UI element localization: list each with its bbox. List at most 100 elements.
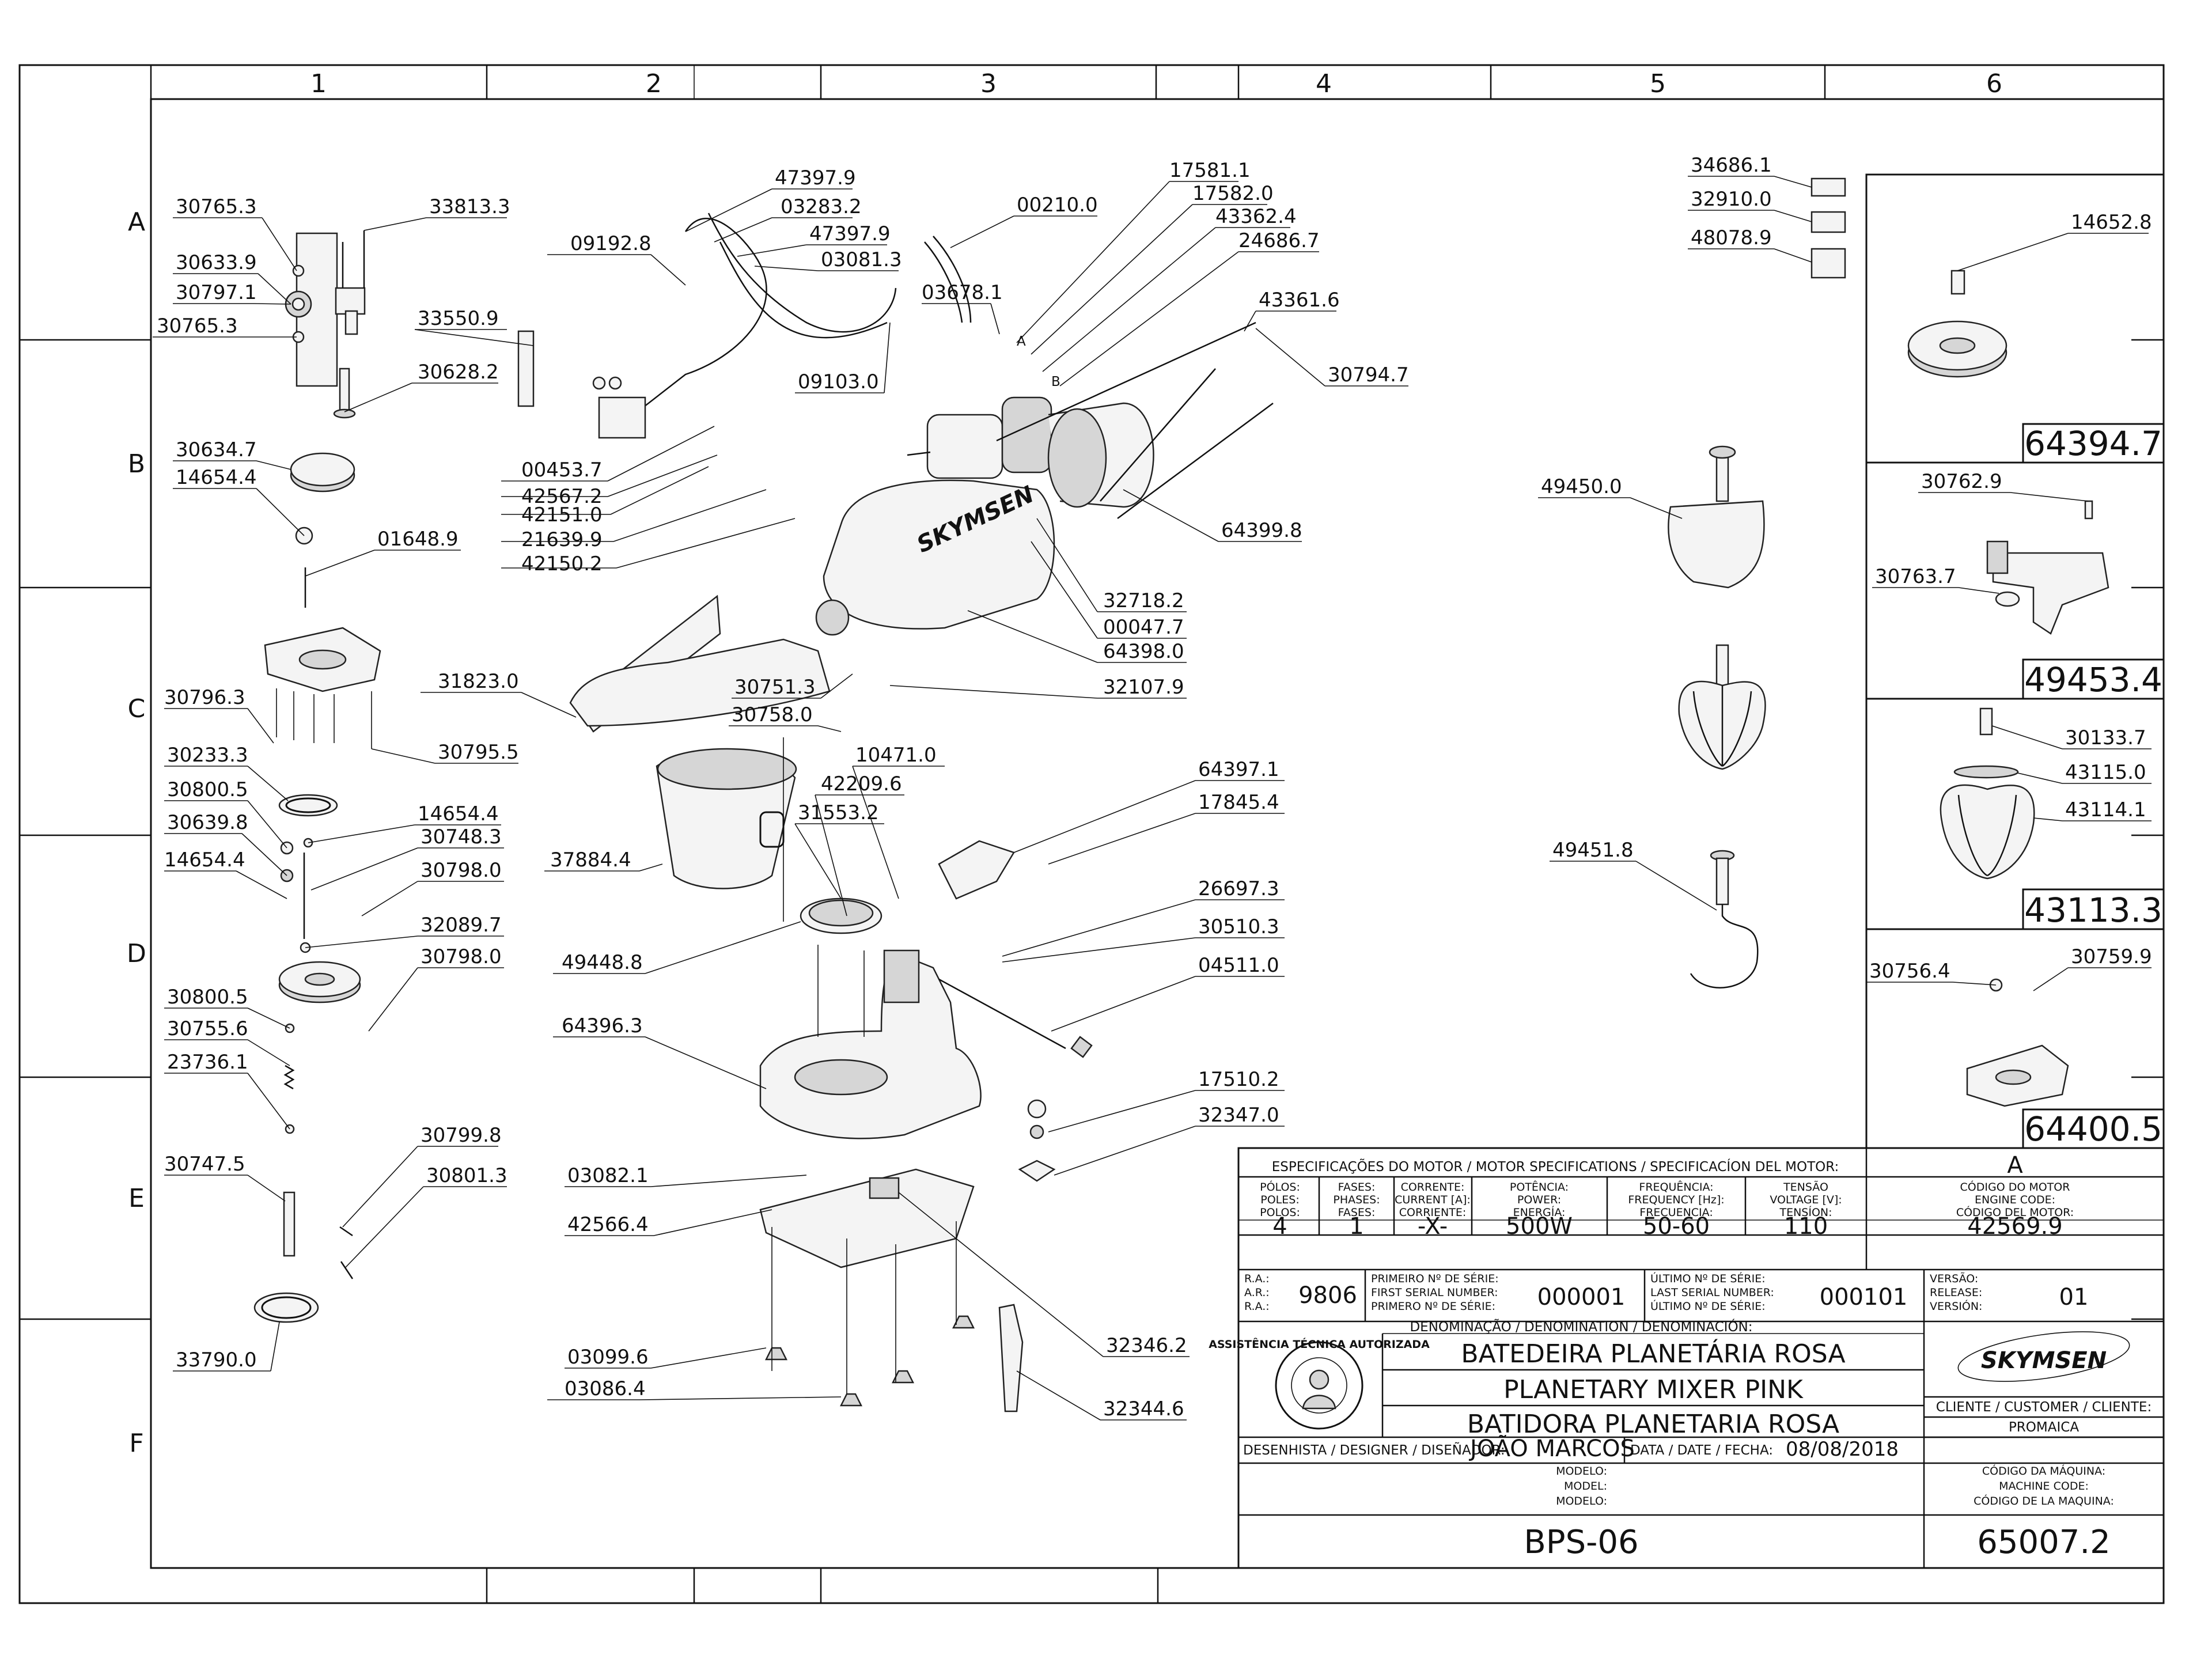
callout-03099-6: 03099.6 [567,1346,649,1369]
title-block: ESPECIFICAÇÕES DO MOTOR / MOTOR SPECIFIC… [1209,1147,2165,1569]
last-serial-value: 000101 [1820,1284,1908,1310]
callout-32346-2: 32346.2 [1106,1334,1187,1357]
callout-14652-8: 14652.8 [2071,211,2152,234]
callout-30756-4: 30756.4 [1869,960,1950,983]
callout-37884-4: 37884.4 [550,849,631,872]
grid-row-f: F [129,1429,143,1458]
callout-49448-8: 49448.8 [562,951,643,974]
version-label-es: VERSIÓN: [1930,1299,1982,1313]
lift-rod [998,1304,1024,1412]
callout-24686-7: 24686.7 [1238,229,1320,252]
revision-letter: A [2007,1152,2023,1179]
callout-17510-2: 17510.2 [1198,1068,1279,1091]
current-value: -X- [1418,1213,1448,1240]
authorized-service-stamp: ASSISTÊNCIA TÉCNICA AUTORIZADA [1209,1338,1430,1430]
callout-42566-4: 42566.4 [567,1213,649,1236]
ra-label-es: R.A.: [1244,1300,1270,1313]
grid-col-1: 1 [310,69,327,99]
callout-labels: 30765.3 33813.3 30633.9 30797.1 30765.3 … [157,154,2152,1421]
callout-00047-7: 00047.7 [1103,616,1184,639]
callout-03082-1: 03082.1 [567,1164,649,1187]
power-value: 500W [1506,1213,1573,1240]
callout-64399-8: 64399.8 [1221,519,1302,542]
callout-33790-0: 33790.0 [176,1349,257,1372]
callout-03086-4: 03086.4 [565,1377,646,1400]
grid-column-labels: 1 2 3 4 5 6 [310,69,2002,99]
voltage-value: 110 [1784,1213,1828,1240]
callout-09192-8: 09192.8 [570,232,652,255]
callout-14654-4-c: 14654.4 [164,849,245,872]
mixer-base [759,955,982,1139]
frequency-label-pt: FREQUÊNCIA: [1639,1180,1713,1194]
kit-panels [1865,173,2165,1149]
callout-30800-5-a: 30800.5 [167,778,248,801]
motor [926,414,1003,479]
callout-30795-5: 30795.5 [438,741,519,764]
callout-03283-2: 03283.2 [781,195,862,218]
ra-label-pt: R.A.: [1244,1272,1270,1285]
phases-label-es: FASES: [1338,1206,1376,1219]
grid-row-e: E [128,1184,145,1213]
connector-block [598,396,646,439]
last-serial-label-es: ÚLTIMO Nº DE SÉRIE: [1650,1299,1766,1313]
machine-code-value: 65007.2 [1977,1524,2111,1561]
callout-14654-4-b: 14654.4 [418,802,499,825]
callout-31823-0: 31823.0 [438,670,519,693]
callout-23736-1: 23736.1 [167,1051,248,1074]
callout-64397-1: 64397.1 [1198,758,1279,781]
poles-value: 4 [1272,1213,1287,1240]
callout-42150-2: 42150.2 [521,552,603,575]
callout-32347-0: 32347.0 [1198,1104,1279,1127]
callout-32718-2: 32718.2 [1103,589,1184,612]
kit-43113-part [1940,784,2035,880]
callout-30639-8: 30639.8 [167,811,248,834]
base-plate [759,1168,975,1268]
version-label-en: RELEASE: [1930,1286,1982,1299]
frequency-label-es: FRECUENCIA: [1639,1206,1713,1219]
callout-32089-7: 32089.7 [421,914,502,937]
grid-col-6: 6 [1986,69,2002,99]
callout-30798-0-a: 30798.0 [421,859,502,882]
grid-row-d: D [127,939,146,968]
callout-30799-8: 30799.8 [421,1124,502,1147]
callout-03678-1: 03678.1 [922,281,1003,304]
callout-30510-3: 30510.3 [1198,915,1279,938]
callout-33550-9: 33550.9 [418,307,499,330]
callout-47397-9-a: 47397.9 [775,166,856,190]
engine-code-label-pt: CÓDIGO DO MOTOR [1960,1180,2070,1194]
callout-30800-5-b: 30800.5 [167,986,248,1009]
callout-30758-0: 30758.0 [732,703,813,726]
engine-code-label-es: CÓDIGO DEL MOTOR: [1956,1205,2074,1219]
model-value: BPS-06 [1524,1524,1638,1561]
kit-43113-3: 43113.3 [2024,891,2162,930]
grid-col-2: 2 [646,69,662,99]
callout-01648-9: 01648.9 [377,528,459,551]
callout-30748-3: 30748.3 [421,825,502,849]
agitator-shaft [283,1191,296,1257]
voltage-label-es: TENSÍON: [1779,1206,1832,1219]
callout-30797-1: 30797.1 [176,281,257,304]
frequency-label-en: FREQUENCY [Hz]: [1628,1194,1724,1206]
callout-42209-6: 42209.6 [821,772,902,796]
callout-42567-2: 42567.2 [521,485,603,508]
callout-49450-0: 49450.0 [1541,475,1622,498]
machine-code-label-pt: CÓDIGO DA MÁQUINA: [1982,1464,2105,1478]
callout-30751-3: 30751.3 [734,676,816,699]
model-label-en: MODEL: [1564,1480,1607,1493]
power-label-es: ENERGÍA: [1513,1206,1566,1219]
callout-30755-6: 30755.6 [167,1017,248,1040]
callout-32910-0: 32910.0 [1691,188,1772,211]
engine-code-value: 42569.9 [1967,1213,2062,1240]
mixer-body-illustration: SKYMSEN [569,213,1274,1412]
flat-beater [1668,500,1765,589]
designer-value: JOÃO MARCOS [1468,1434,1635,1462]
last-serial-label-en: LAST SERIAL NUMBER: [1650,1286,1774,1299]
callout-00210-0: 00210.0 [1017,194,1098,217]
wire-harness [633,218,767,415]
version-value: 01 [2059,1284,2089,1310]
grid-col-5: 5 [1650,69,1666,99]
callout-64396-3: 64396.3 [562,1014,643,1037]
date-label: DATA / DATE / FECHA: [1630,1443,1773,1458]
callout-30233-3: 30233.3 [167,744,248,767]
grid-row-c: C [128,694,146,724]
